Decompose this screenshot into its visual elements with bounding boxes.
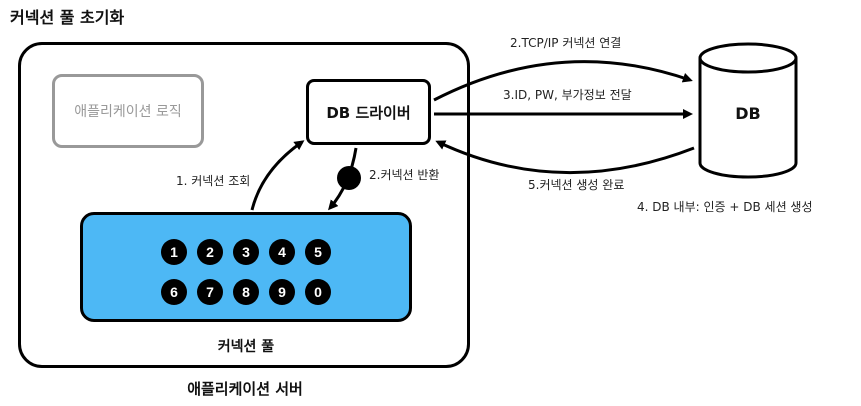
page-title: 커넥션 풀 초기화: [10, 8, 125, 27]
step-tcp-label: 2.TCP/IP 커넥션 연결: [510, 36, 622, 50]
step-lookup-label: 1. 커넥션 조회: [176, 174, 251, 188]
connection-5: 5: [305, 239, 331, 265]
connection-7: 7: [197, 279, 223, 305]
db-driver-label: DB 드라이버: [326, 103, 411, 122]
returned-connection-dot: [337, 166, 361, 190]
tcp-connect-arrow: [433, 60, 693, 102]
db-driver-box: DB 드라이버: [306, 79, 431, 145]
db-cylinder: [698, 42, 798, 179]
connection-2: 2: [197, 239, 223, 265]
connection-1: 1: [161, 239, 187, 265]
connection-4: 4: [269, 239, 295, 265]
connection-6: 6: [161, 279, 187, 305]
db-label: DB: [735, 104, 761, 123]
application-server-label: 애플리케이션 서버: [187, 380, 303, 398]
step-return-label: 2.커넥션 반환: [369, 168, 440, 182]
step-credentials-label: 3.ID, PW, 부가정보 전달: [503, 88, 632, 102]
application-server-box: [18, 42, 470, 368]
complete-arrow: [435, 140, 695, 175]
connection-9: 9: [269, 279, 295, 305]
step-complete-label: 5.커넥션 생성 완료: [528, 178, 625, 192]
connection-0: 0: [305, 279, 331, 305]
application-logic-box: 애플리케이션 로직: [52, 74, 204, 148]
connection-pool-label: 커넥션 풀: [217, 339, 275, 355]
lookup-arrow: [250, 140, 305, 211]
connection-3: 3: [233, 239, 259, 265]
step-db-internal-label: 4. DB 내부: 인증 + DB 세션 생성: [637, 200, 813, 214]
application-logic-label: 애플리케이션 로직: [74, 104, 182, 120]
connection-pool-box: 1 2 3 4 5 6 7 8 9 0: [80, 212, 412, 322]
connection-8: 8: [233, 279, 259, 305]
